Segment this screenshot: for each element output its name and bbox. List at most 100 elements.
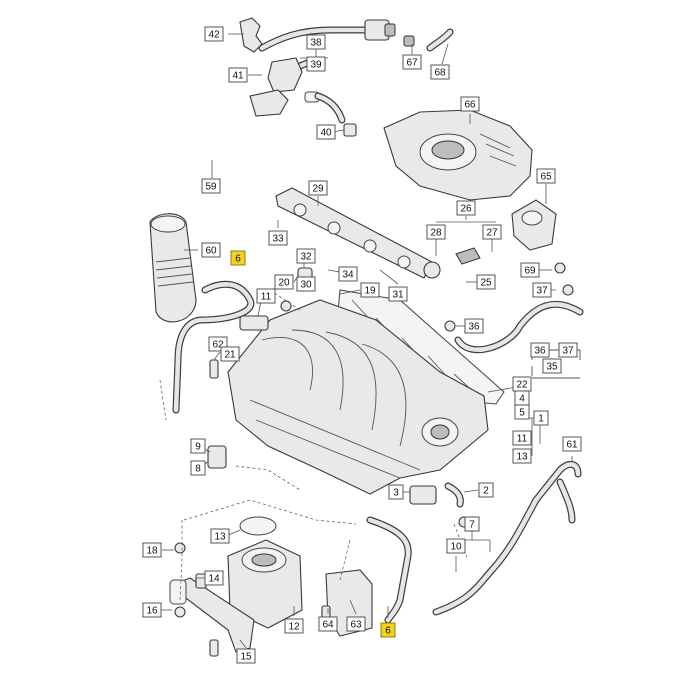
part-label: 6 (380, 622, 396, 638)
part-number: 1 (538, 414, 544, 425)
part-label: 39 (306, 56, 326, 72)
part-number: 4 (519, 394, 525, 405)
part-number: 37 (562, 346, 574, 357)
part-label: 8 (190, 460, 206, 476)
part-label: 34 (338, 266, 358, 282)
part-number: 41 (232, 71, 244, 82)
engine-cover-icon (383, 109, 533, 201)
part-number: 67 (406, 58, 418, 69)
part-label: 38 (306, 34, 326, 50)
part-number: 29 (312, 184, 324, 195)
part-number: 34 (342, 270, 354, 281)
part-label: 3 (388, 484, 404, 500)
part-number: 7 (469, 520, 475, 531)
part-number: 11 (261, 292, 272, 303)
part-label: 68 (430, 64, 450, 80)
part-label: 35 (542, 358, 562, 374)
part-number: 36 (534, 346, 546, 357)
part-label: 40 (316, 124, 336, 140)
breather-valve-icon (325, 516, 412, 637)
fuel-rail-icon (275, 187, 441, 279)
bracket-icon (168, 577, 255, 653)
part-number: 63 (350, 620, 362, 631)
part-label: 11 (256, 288, 276, 304)
part-number: 14 (208, 574, 220, 585)
part-number: 31 (392, 290, 404, 301)
part-label: 16 (142, 602, 162, 618)
part-label: 9 (190, 438, 206, 454)
part-number: 33 (272, 234, 284, 245)
part-label: 29 (308, 180, 328, 196)
part-label: 31 (388, 286, 408, 302)
sensor-icon (207, 445, 227, 469)
part-number: 62 (212, 340, 224, 351)
part-number: 65 (540, 172, 552, 183)
part-number: 40 (320, 128, 332, 139)
part-number: 20 (278, 278, 290, 289)
part-label: 66 (460, 96, 480, 112)
part-number: 27 (486, 228, 498, 239)
part-number: 11 (517, 434, 528, 445)
part-number: 61 (566, 440, 578, 451)
throttle-body-icon (227, 516, 303, 629)
part-label: 18 (142, 542, 162, 558)
part-label: 10 (446, 538, 466, 554)
part-label: 15 (236, 648, 256, 664)
part-label: 42 (204, 26, 224, 42)
part-label: 7 (464, 516, 480, 532)
part-number: 38 (310, 38, 322, 49)
part-label: 12 (284, 618, 304, 634)
part-label: 13 (512, 448, 532, 464)
part-label: 61 (562, 436, 582, 452)
part-label: 26 (456, 200, 476, 216)
part-label: 1 (533, 410, 549, 426)
part-label: 21 (220, 346, 240, 362)
part-number: 25 (480, 278, 492, 289)
part-label: 25 (476, 274, 496, 290)
part-number: 59 (205, 182, 217, 193)
part-number: 3 (393, 488, 399, 499)
fuel-pump-icon (455, 199, 557, 265)
part-label: 37 (558, 342, 578, 358)
part-number: 18 (146, 546, 158, 557)
part-label: 5 (514, 404, 530, 420)
part-label: 63 (346, 616, 366, 632)
part-label: 4 (514, 390, 530, 406)
part-label: 67 (402, 54, 422, 70)
part-number: 2 (483, 486, 489, 497)
part-number: 26 (460, 204, 472, 215)
part-number: 64 (322, 620, 334, 631)
part-label: 33 (268, 230, 288, 246)
part-label: 6 (230, 250, 246, 266)
intake-manifold-icon (227, 299, 489, 495)
part-number: 12 (288, 622, 300, 633)
part-number: 19 (364, 286, 376, 297)
part-number: 30 (300, 280, 312, 291)
part-label: 30 (296, 276, 316, 292)
part-label: 14 (204, 570, 224, 586)
part-number: 37 (536, 286, 548, 297)
part-number: 66 (464, 100, 476, 111)
part-number: 22 (516, 380, 528, 391)
part-number: 5 (519, 408, 525, 419)
part-number: 60 (205, 246, 217, 257)
part-label: 20 (274, 274, 294, 290)
part-label: 37 (532, 282, 552, 298)
part-label: 22 (512, 376, 532, 392)
part-label: 36 (530, 342, 550, 358)
part-label: 36 (464, 318, 484, 334)
part-number: 28 (430, 228, 442, 239)
part-label: 32 (296, 248, 316, 264)
part-label: 65 (536, 168, 556, 184)
part-number: 9 (195, 442, 201, 453)
part-number: 35 (546, 362, 558, 373)
part-number: 21 (224, 350, 236, 361)
part-number: 8 (195, 464, 201, 475)
part-label: 60 (201, 242, 221, 258)
part-label: 59 (201, 178, 221, 194)
part-number: 16 (146, 606, 158, 617)
part-number: 39 (310, 60, 322, 71)
part-label: 27 (482, 224, 502, 240)
part-label: 41 (228, 67, 248, 83)
